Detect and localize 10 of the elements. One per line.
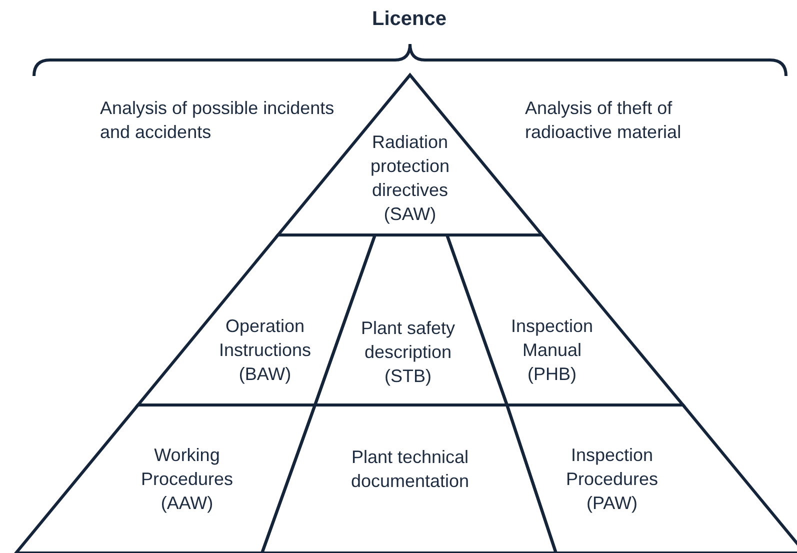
section-label: Plant safety description (STB) xyxy=(360,317,456,388)
side-note: Analysis of theft of radioactive material xyxy=(525,97,682,144)
section-label: Inspection Procedures (PAW) xyxy=(564,444,660,515)
title: Licence xyxy=(372,8,446,31)
section-label: Operation Instructions (BAW) xyxy=(218,315,312,386)
section-label: Plant technical documentation xyxy=(350,446,470,493)
section-label: Radiation protection directives (SAW) xyxy=(369,131,451,226)
section-label: Working Procedures (AAW) xyxy=(140,444,234,515)
section-label: Inspection Manual (PHB) xyxy=(510,315,594,386)
side-note: Analysis of possible incidents and accidents xyxy=(100,97,336,144)
